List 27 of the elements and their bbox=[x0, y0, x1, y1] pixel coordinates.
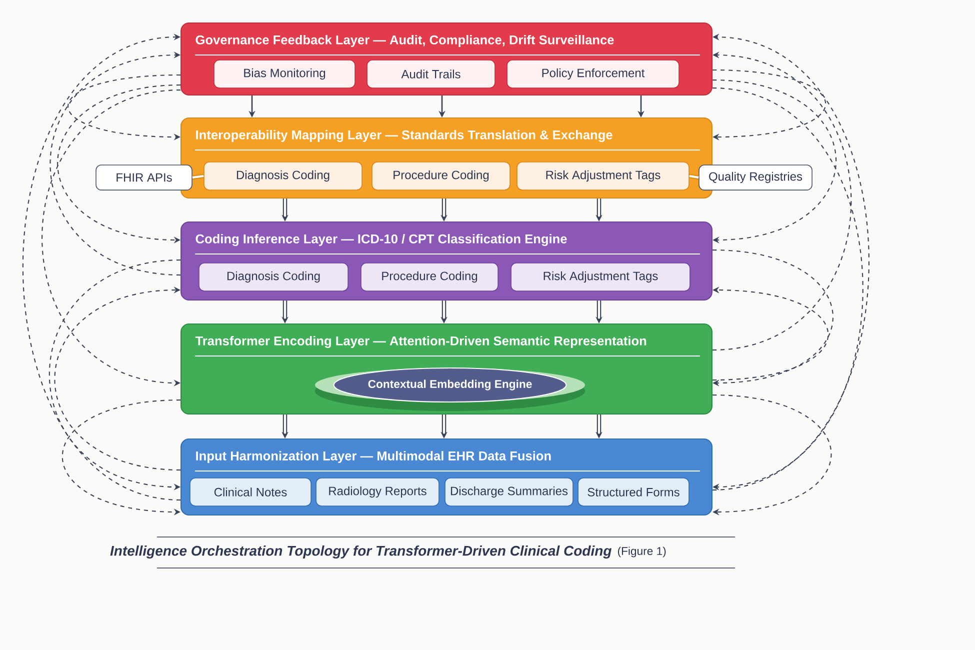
item-box: Clinical Notes bbox=[190, 478, 312, 506]
source-box: Quality Registries bbox=[698, 164, 812, 190]
item-box: Radiology Reports bbox=[316, 478, 440, 506]
item-box: Procedure Coding bbox=[372, 162, 510, 190]
caption: Intelligence Orchestration Topology for Transformer-Driven Clinical Coding bbox=[110, 545, 612, 559]
feedback-arrow bbox=[54, 286, 181, 471]
item-box: Risk Adjustment Tags bbox=[516, 162, 690, 190]
feedback-arrow bbox=[22, 34, 181, 501]
feedback-arrow bbox=[712, 79, 837, 244]
item-box: Diagnosis Coding bbox=[204, 162, 362, 190]
item-box: Policy Enforcement bbox=[506, 60, 680, 88]
item-box: Risk Adjustment Tags bbox=[510, 262, 690, 292]
source-box: FHIR APIs bbox=[96, 164, 192, 190]
feedback-arrow bbox=[712, 87, 864, 490]
item-box: Bias Monitoring bbox=[214, 60, 356, 88]
item-box: Procedure Coding bbox=[360, 262, 498, 292]
feedback-arrow bbox=[50, 52, 181, 276]
item-box: Structured Forms bbox=[578, 478, 690, 506]
item-box: Diagnosis Coding bbox=[198, 262, 348, 292]
feedback-arrow bbox=[712, 249, 834, 386]
connector bbox=[689, 174, 699, 180]
figure-number: (Figure 1) bbox=[618, 546, 666, 558]
feedback-arrow bbox=[712, 69, 826, 140]
item-box: Discharge Summaries bbox=[444, 478, 574, 506]
item-box: Audit Trails bbox=[366, 60, 496, 88]
connector bbox=[192, 174, 204, 180]
feedback-arrow bbox=[712, 394, 832, 516]
